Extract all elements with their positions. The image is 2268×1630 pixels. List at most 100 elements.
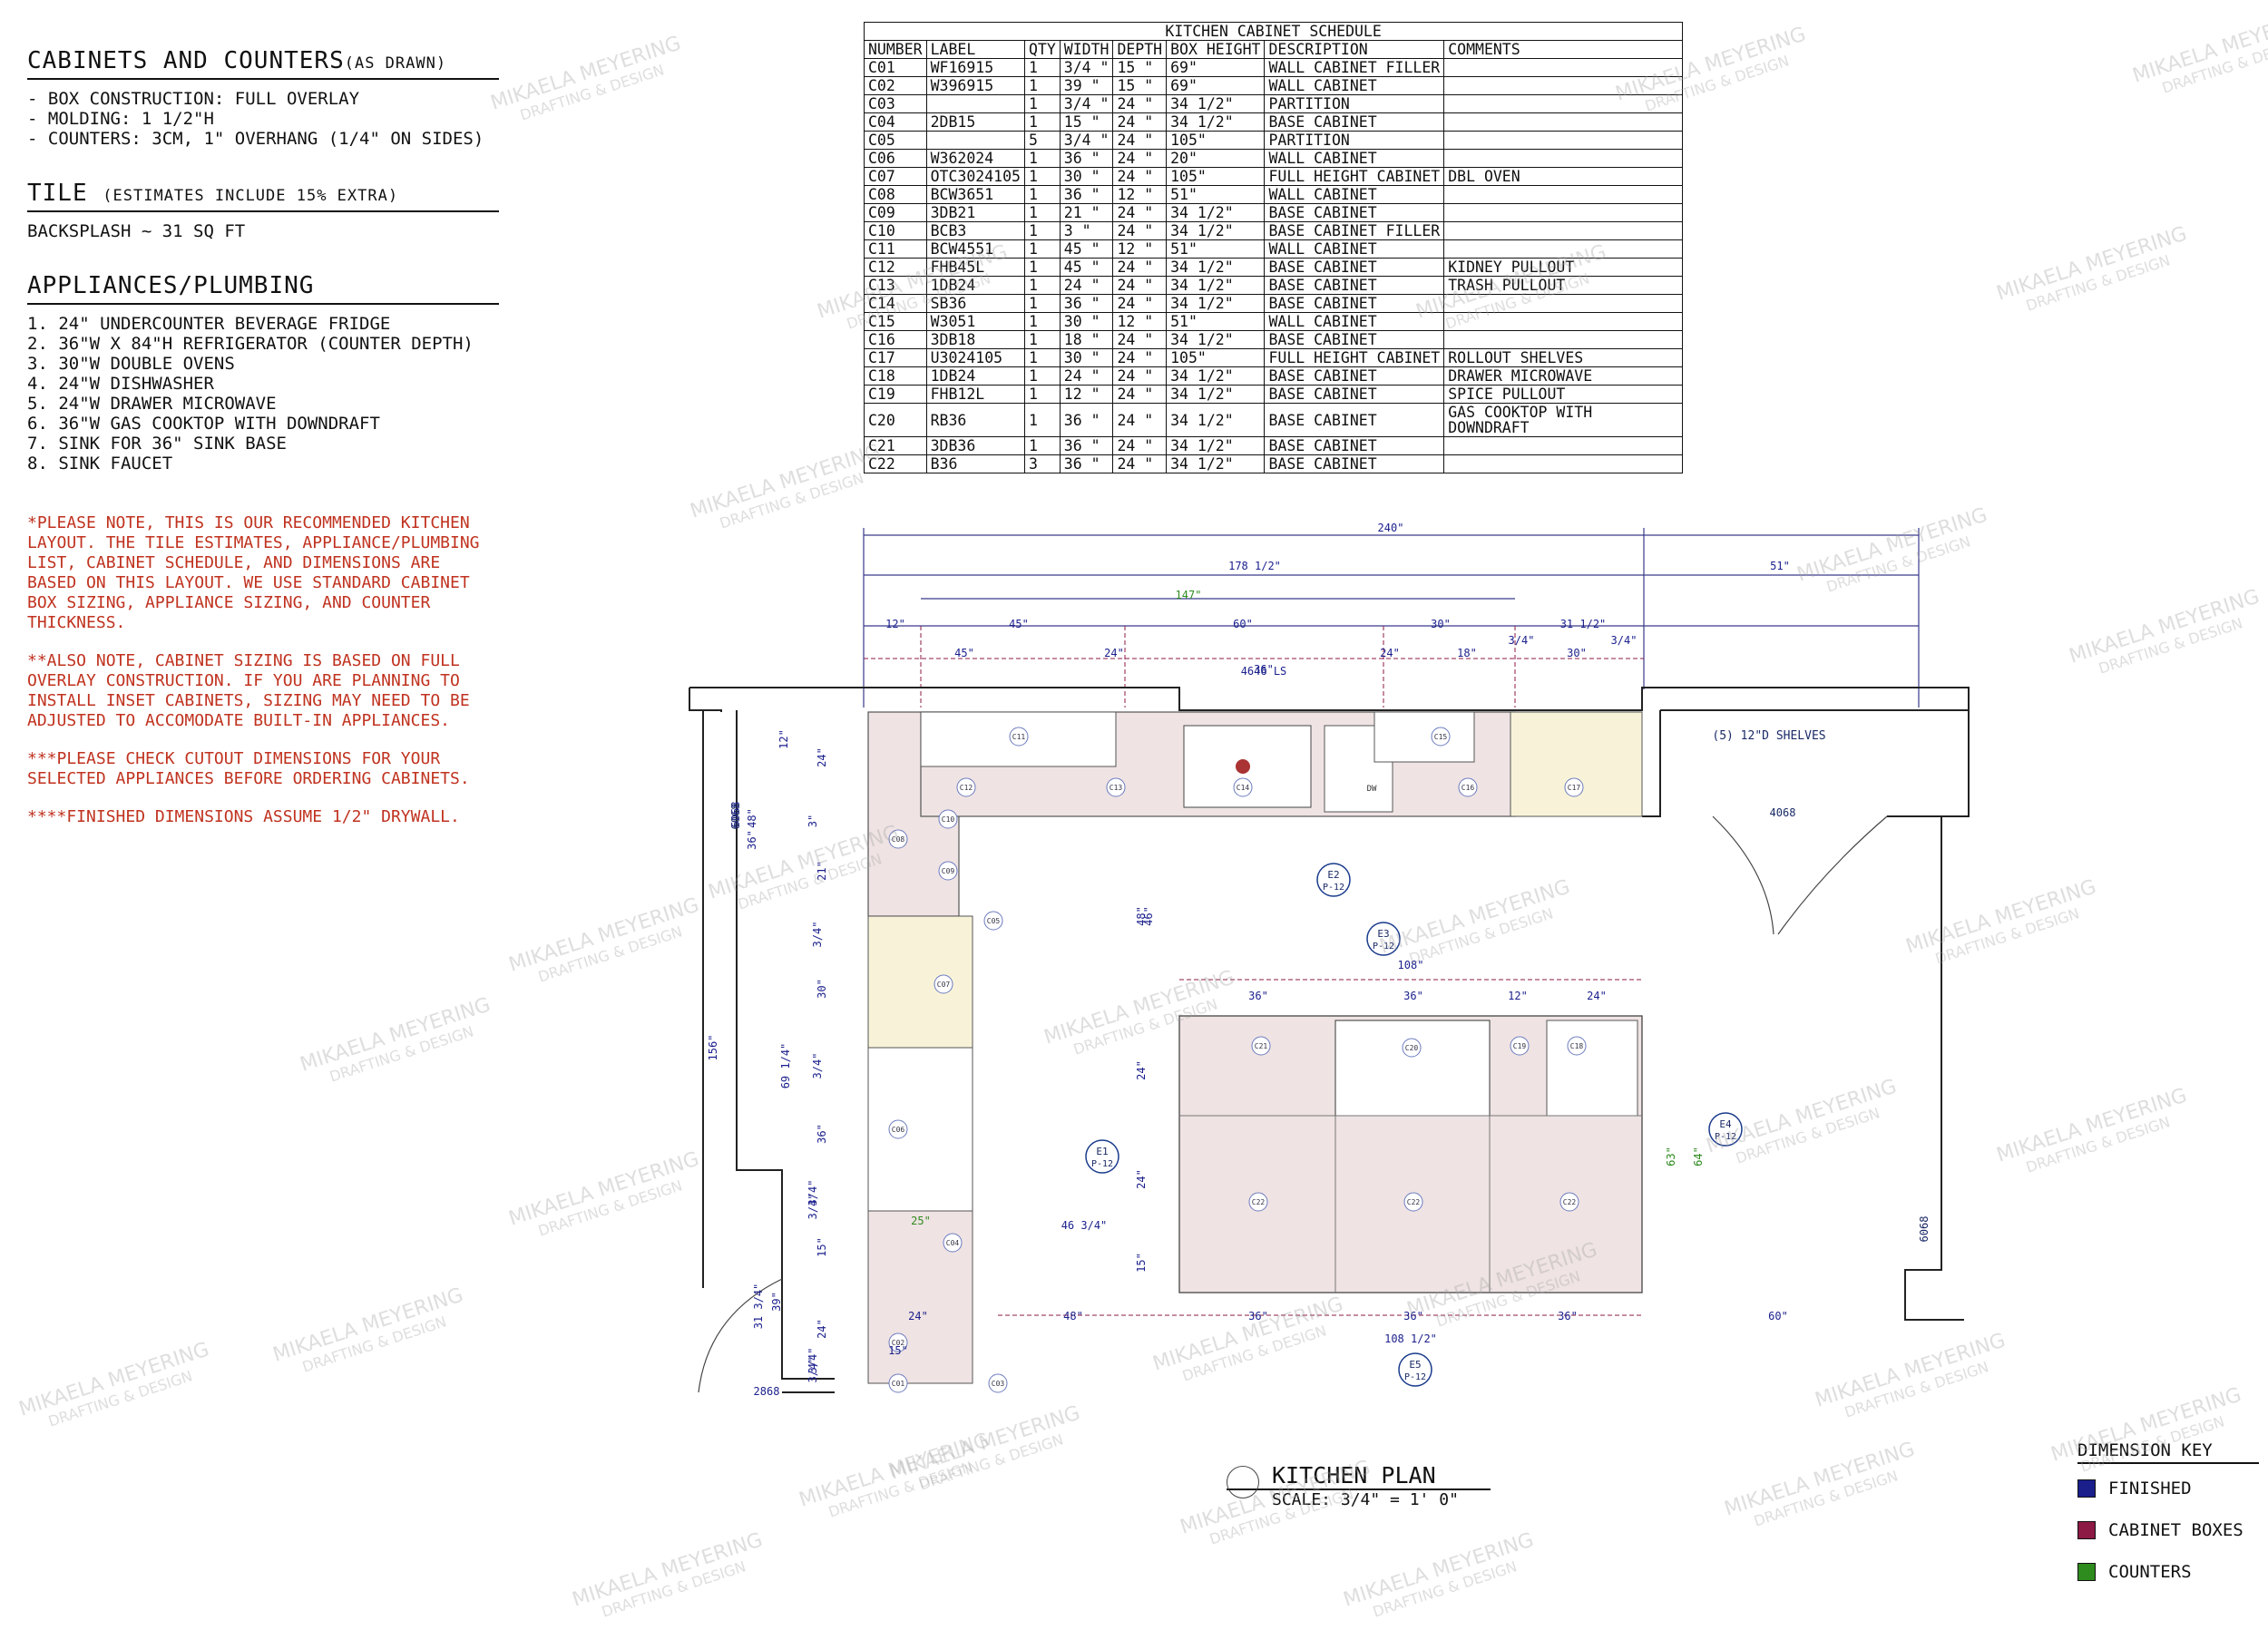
cabinet-c15 xyxy=(1374,711,1475,763)
cabinet-tag-circle xyxy=(1458,777,1478,797)
schedule-cell: 1 xyxy=(1023,203,1061,222)
cabinet-tag: C05 xyxy=(987,917,1001,925)
schedule-cell: BASE CABINET xyxy=(1264,330,1445,349)
walls xyxy=(689,687,1970,1393)
dimension-label: 24" xyxy=(816,1319,828,1339)
dimension-label: 3/4" xyxy=(807,1348,819,1374)
schedule-cell: 1 xyxy=(1023,76,1061,95)
schedule-cell: 34 1/2" xyxy=(1166,436,1266,455)
cabinet-tag: C22 xyxy=(1252,1198,1266,1206)
appliance-line: 8. SINK FAUCET xyxy=(27,454,173,473)
plan-title-block: KITCHEN PLAN SCALE: 3/4" = 1' 0" xyxy=(1227,1462,1491,1509)
cabinet-tag: C10 xyxy=(942,815,955,824)
schedule-cell: ROLLOUT SHELVES xyxy=(1443,348,1684,367)
cabinet-tag-circle xyxy=(938,861,958,881)
dimension-label: 36" xyxy=(1403,1310,1423,1323)
key-row: CABINET BOXES xyxy=(2077,1520,2259,1540)
dimension-labels: 240"178 1/2"51"147"12"45"60"30"31 1/2"45… xyxy=(707,522,1931,1398)
schedule-cell: C14 xyxy=(864,294,927,313)
dimension-label: 36" xyxy=(1558,1310,1578,1323)
cabinet-line: - BOX CONSTRUCTION: FULL OVERLAY xyxy=(27,89,360,109)
cabinet-tag: C17 xyxy=(1568,784,1581,792)
schedule-cell: 24 " xyxy=(1112,203,1168,222)
red-note: ****FINISHED DIMENSIONS ASSUME 1/2" DRYW… xyxy=(27,807,460,826)
dimension-label: 3/4" xyxy=(811,922,824,948)
schedule-cell: 34 1/2" xyxy=(1166,294,1266,313)
plan-scale: SCALE: 3/4" = 1' 0" xyxy=(1272,1490,1459,1509)
elevation-marker-icon xyxy=(1708,1112,1743,1147)
cabinets-heading-text: CABINETS AND COUNTERS xyxy=(27,47,345,74)
schedule-cell: GAS COOKTOP WITH DOWNDRAFT xyxy=(1443,403,1684,437)
schedule-title: KITCHEN CABINET SCHEDULE xyxy=(863,22,1684,41)
schedule-cell: 24 " xyxy=(1112,366,1168,386)
schedule-cell: 12 " xyxy=(1112,239,1168,259)
doors xyxy=(698,815,1888,1393)
dimension-label: 3" xyxy=(807,815,819,827)
cabinet-tag-circle xyxy=(983,911,1003,931)
schedule-cell: WALL CABINET xyxy=(1264,76,1445,95)
cabinet-tag: C11 xyxy=(1012,733,1026,741)
schedule-cell: WALL CABINET xyxy=(1264,149,1445,168)
dimension-label: 6068 xyxy=(1918,1216,1931,1243)
schedule-cell: 24 " xyxy=(1059,366,1114,386)
cabinet-tag: C19 xyxy=(1513,1042,1527,1050)
cabinet-tag-circle xyxy=(1431,727,1451,747)
dimension-label: 48" xyxy=(1135,906,1148,926)
dimension-label: 36" xyxy=(816,1124,828,1144)
schedule-cell: 24 " xyxy=(1112,436,1168,455)
schedule-cell: 34 1/2" xyxy=(1166,330,1266,349)
schedule-cell: C17 xyxy=(864,348,927,367)
dimension-label: 31 3/4" xyxy=(752,1284,765,1330)
dimension-label: 31 1/2" xyxy=(1560,618,1607,630)
schedule-cell: BASE CABINET xyxy=(1264,403,1445,437)
dimension-label: 45" xyxy=(1009,618,1029,630)
dimension-label: 24" xyxy=(1135,1060,1148,1080)
schedule-cell: C04 xyxy=(864,112,927,132)
red-note: ***PLEASE CHECK CUTOUT DIMENSIONS FOR YO… xyxy=(27,749,470,788)
schedule-cell: WF16915 xyxy=(925,58,1025,77)
finished-swatch xyxy=(2077,1479,2096,1498)
elevation-sheet: P-12 xyxy=(1715,1132,1736,1142)
schedule-cell: 36 " xyxy=(1059,454,1114,473)
dimension-label: 24" xyxy=(1587,990,1607,1002)
cabinet-tag: C16 xyxy=(1461,784,1475,792)
sink-drain xyxy=(1236,759,1250,774)
elevation-sheet: P-12 xyxy=(1323,883,1344,893)
schedule-cell: WALL CABINET xyxy=(1264,239,1445,259)
cabinet-tag: C22 xyxy=(1407,1198,1421,1206)
appliance-line: 5. 24"W DRAWER MICROWAVE xyxy=(27,394,277,414)
appliance-line: 3. 30"W DOUBLE OVENS xyxy=(27,354,235,374)
elevation-sheet: P-12 xyxy=(1404,1372,1426,1382)
dimension-label: 60" xyxy=(1768,1310,1788,1323)
dimension-label: 46 3/4" xyxy=(1061,1219,1108,1232)
elevation-id: E3 xyxy=(1377,928,1389,940)
cabinet-tag: C13 xyxy=(1110,784,1123,792)
schedule-header: COMMENTS xyxy=(1443,40,1684,59)
cabinet-c17 xyxy=(1510,711,1643,817)
dimension-key: DIMENSION KEY FINISHED CABINET BOXES COU… xyxy=(2077,1440,2259,1604)
cabinet-tag-circle xyxy=(1233,777,1253,797)
elevation-id: E5 xyxy=(1409,1359,1421,1371)
dimension-label: 21" xyxy=(816,861,828,881)
schedule-cell: 3DB36 xyxy=(925,436,1025,455)
elevation-marker-icon xyxy=(1398,1352,1432,1387)
schedule-cell: C15 xyxy=(864,312,927,331)
dimension-label: 30" xyxy=(816,979,828,999)
schedule-cell: 34 1/2" xyxy=(1166,94,1266,113)
schedule-cell: C22 xyxy=(864,454,927,473)
dimension-label: 240" xyxy=(1378,522,1404,534)
key-label: CABINET BOXES xyxy=(2108,1520,2244,1540)
box-dimension-lines xyxy=(864,626,1644,1316)
dimension-key-title: DIMENSION KEY xyxy=(2077,1440,2259,1464)
schedule-cell: BASE CABINET FILLER xyxy=(1264,221,1445,240)
schedule-cell: 3 xyxy=(1023,454,1061,473)
schedule-cell: 24 " xyxy=(1112,131,1168,150)
dimension-label: 108 1/2" xyxy=(1384,1332,1437,1345)
schedule-cell: 12 " xyxy=(1112,185,1168,204)
dimension-label: 36" xyxy=(1254,663,1274,676)
